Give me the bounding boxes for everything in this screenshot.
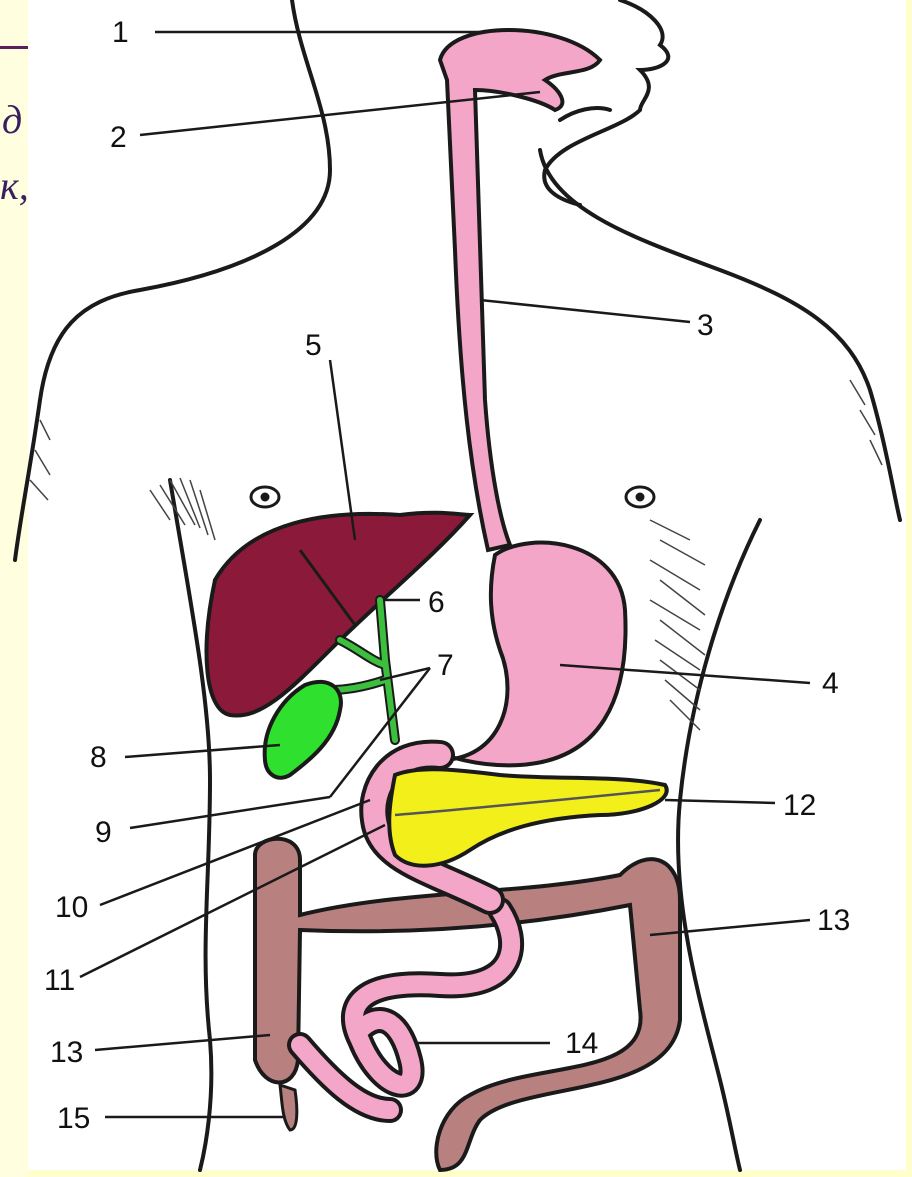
label-11: 11 [44, 964, 75, 997]
label-4: 4 [822, 667, 839, 700]
mouth-line [560, 108, 610, 120]
neck-right-line [540, 150, 900, 520]
label-1: 1 [112, 16, 129, 49]
leader-lines [80, 32, 810, 1117]
label-3: 3 [697, 309, 714, 342]
esophagus [440, 30, 600, 550]
label-8: 8 [90, 741, 107, 774]
label-2: 2 [110, 121, 127, 154]
label-13-right: 13 [817, 904, 850, 937]
torso-right-side [678, 520, 760, 1170]
neck-left-line [15, 0, 330, 560]
number-labels: 1 2 3 4 5 6 7 8 9 10 11 12 13 13 14 15 [44, 16, 850, 1135]
hair-shading [30, 380, 882, 730]
label-13-left: 13 [50, 1036, 83, 1069]
label-14: 14 [565, 1027, 598, 1060]
nipples [251, 487, 654, 507]
appendix [280, 1085, 297, 1130]
label-6: 6 [428, 586, 445, 619]
label-7: 7 [437, 649, 454, 682]
label-15: 15 [57, 1102, 90, 1135]
pancreas [389, 769, 666, 865]
label-12: 12 [783, 789, 816, 822]
torso-left-side [170, 480, 211, 1170]
label-9: 9 [95, 816, 112, 849]
label-5: 5 [305, 329, 322, 362]
label-10: 10 [55, 891, 88, 924]
